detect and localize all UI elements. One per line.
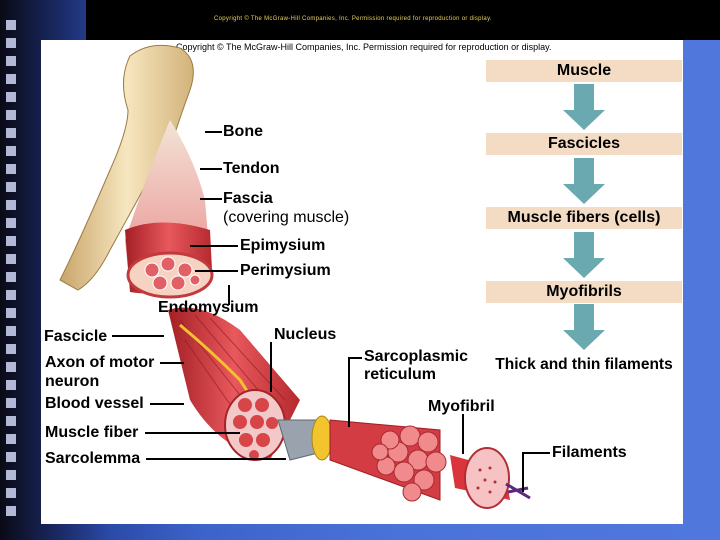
leader-sr [348, 357, 350, 427]
label-fascicle: Fascicle [44, 328, 108, 345]
decor-square [6, 380, 16, 390]
label-bone: Bone [223, 123, 263, 140]
flow-box-muscle: Muscle [486, 60, 682, 82]
leader-sr-h [348, 357, 362, 359]
bone-shape [59, 44, 194, 291]
decor-square [6, 290, 16, 300]
slide-top-band [86, 0, 720, 40]
decor-square [6, 56, 16, 66]
banner-copyright: Copyright © The McGraw-Hill Companies, I… [214, 16, 492, 22]
label-muscle-fiber: Muscle fiber [45, 424, 139, 441]
label-sarcolemma: Sarcolemma [45, 450, 141, 467]
label-nucleus: Nucleus [274, 326, 337, 343]
decor-square [6, 218, 16, 228]
decor-square [6, 308, 16, 318]
leader-endomysium [228, 285, 230, 305]
decor-square [6, 344, 16, 354]
decor-square [6, 362, 16, 372]
decor-square [6, 110, 16, 120]
label-axon-line1: Axon of motor [45, 354, 155, 371]
decor-square [6, 470, 16, 480]
leader-sarcolemma [146, 458, 286, 460]
label-sr-line1: Sarcoplasmic [364, 348, 469, 365]
leader-perimysium [195, 270, 238, 272]
decor-square [6, 506, 16, 516]
leader-muscle-fiber [145, 432, 240, 434]
leader-fascia [200, 198, 222, 200]
leader-fascicle [112, 335, 164, 337]
decor-square [6, 38, 16, 48]
decor-square [6, 452, 16, 462]
label-endomysium: Endomysium [158, 299, 259, 316]
left-decor-squares [0, 0, 22, 540]
leader-blood-vessel [150, 403, 184, 405]
sarcoplasmic-ring [311, 415, 333, 461]
label-filaments: Filaments [552, 444, 627, 461]
label-axon-line2: neuron [45, 373, 100, 390]
decor-square [6, 434, 16, 444]
decor-square [6, 254, 16, 264]
decor-square [6, 92, 16, 102]
leader-tendon [200, 168, 222, 170]
decor-square [6, 164, 16, 174]
label-fascia: Fascia [223, 190, 273, 207]
label-fascia-sub: (covering muscle) [223, 209, 350, 226]
flow-box-filaments: Thick and thin filaments [495, 356, 673, 373]
filament-strands [505, 482, 531, 500]
decor-square [6, 488, 16, 498]
label-epimysium: Epimysium [240, 237, 326, 254]
decor-square [6, 146, 16, 156]
leader-bone [205, 131, 222, 133]
label-tendon: Tendon [223, 160, 280, 177]
flow-arrows [563, 84, 605, 350]
decor-square [6, 236, 16, 246]
decor-square [6, 272, 16, 282]
decor-square [6, 416, 16, 426]
label-perimysium: Perimysium [240, 262, 331, 279]
leader-myofibril [462, 414, 464, 454]
label-blood-vessel: Blood vessel [45, 395, 144, 412]
leader-nucleus [270, 342, 272, 392]
decor-square [6, 326, 16, 336]
label-myofibril: Myofibril [428, 398, 495, 415]
decor-square [6, 200, 16, 210]
label-sr-line2: reticulum [364, 366, 437, 383]
decor-square [6, 128, 16, 138]
leader-filaments-v [522, 452, 524, 492]
decor-square [6, 398, 16, 408]
flow-box-myofibrils: Myofibrils [486, 281, 682, 303]
figure-copyright: Copyright © The McGraw-Hill Companies, I… [176, 42, 552, 52]
leader-axon [160, 362, 184, 364]
decor-square [6, 74, 16, 84]
myofibril-end [464, 447, 510, 509]
decor-square [6, 182, 16, 192]
flow-box-fascicles: Fascicles [486, 133, 682, 155]
decor-square [6, 20, 16, 30]
leader-epimysium [190, 245, 238, 247]
flow-box-muscle-fibers: Muscle fibers (cells) [486, 207, 682, 229]
leader-filaments [522, 452, 550, 454]
